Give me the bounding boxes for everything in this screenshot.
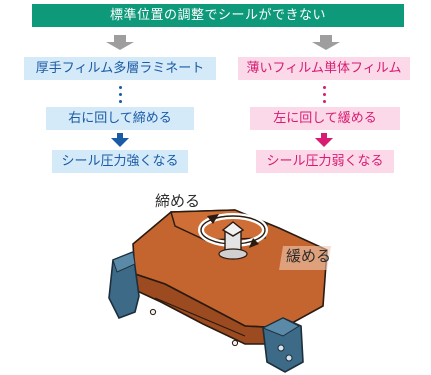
left-turn-box: 右に回して締める <box>46 107 194 130</box>
loosen-label: 緩める <box>286 247 332 265</box>
down-arrow-right-icon <box>312 35 340 50</box>
down-arrow-left-icon <box>106 35 134 50</box>
left-film-type-box: 厚手フィルム多層ラミネート <box>24 57 216 80</box>
right-result-box: シール圧力弱くなる <box>256 150 394 173</box>
left-dotted-connector <box>119 86 122 107</box>
screw-icon <box>149 308 157 316</box>
right-dotted-connector <box>323 86 326 107</box>
screw-icon <box>231 339 239 347</box>
right-film-type-box: 薄いフィルム単体フィルム <box>238 57 410 80</box>
right-down-arrow-icon <box>315 133 333 147</box>
left-down-arrow-icon <box>111 133 129 147</box>
sealer-illustration <box>108 209 331 373</box>
right-turn-box: 左に回して緩める <box>250 107 400 130</box>
tighten-label: 締める <box>155 192 201 210</box>
left-result-box: シール圧力強くなる <box>52 150 188 173</box>
title-banner: 標準位置の調整でシールができない <box>32 4 404 27</box>
